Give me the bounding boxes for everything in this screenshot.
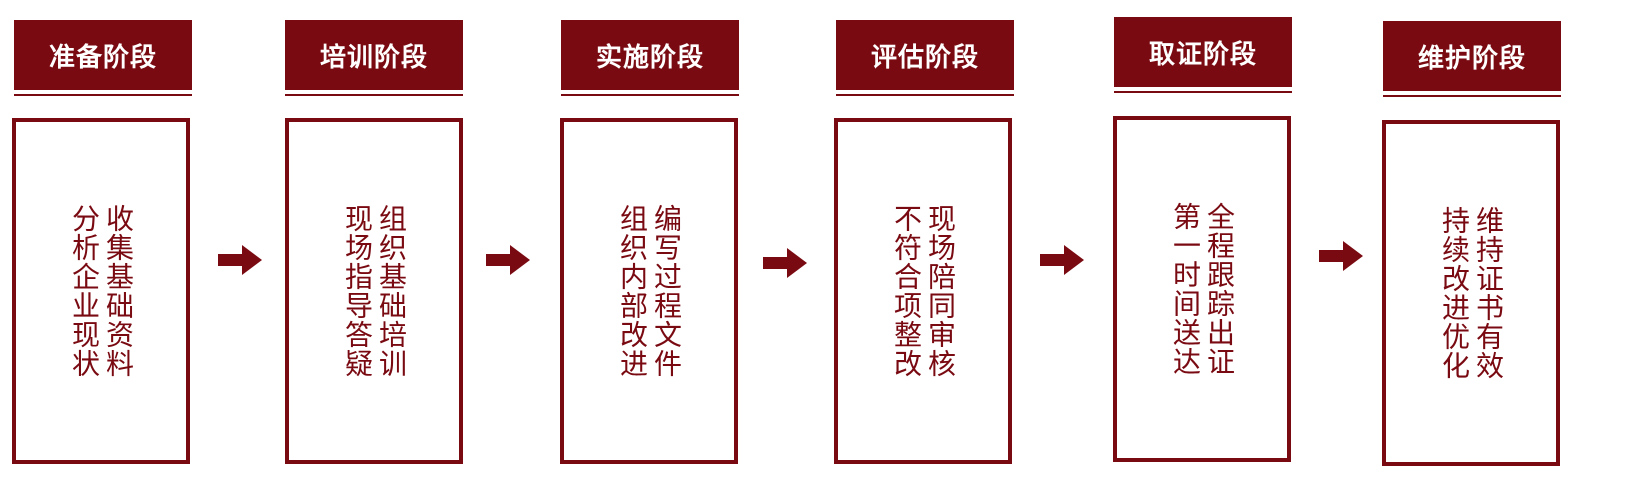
stage-4-title: 评估阶段 <box>870 42 979 73</box>
stage-4-line-2: 不符合项整改 <box>890 204 923 378</box>
stage-4-header: 评估阶段 <box>836 20 1014 90</box>
right-arrow-icon <box>763 248 807 278</box>
stage-1-line-2: 分析企业现状 <box>68 204 101 378</box>
stage-5-line-1: 全程跟踪出证 <box>1203 202 1236 376</box>
stage-5-text: 全程跟踪出证 第一时间送达 <box>1169 202 1236 376</box>
stage-2-line-2: 现场指导答疑 <box>341 204 374 378</box>
stage-5-header: 取证阶段 <box>1114 17 1292 87</box>
stage-6-header: 维护阶段 <box>1383 21 1561 91</box>
right-arrow-icon <box>218 245 262 275</box>
stage-5-box: 全程跟踪出证 第一时间送达 <box>1113 116 1291 462</box>
stage-5-line-2: 第一时间送达 <box>1169 202 1202 376</box>
stage-3-header: 实施阶段 <box>561 20 739 90</box>
stage-3-header-underline <box>561 94 739 96</box>
stage-6-header-underline <box>1383 95 1561 97</box>
stage-5-title: 取证阶段 <box>1148 39 1257 70</box>
stage-4-header-underline <box>836 94 1014 96</box>
stage-4-line-1: 现场陪同审核 <box>924 204 957 378</box>
stage-1-title: 准备阶段 <box>48 42 157 73</box>
stage-2-text: 组织基础培训 现场指导答疑 <box>341 204 408 378</box>
stage-1-header-underline <box>14 94 192 96</box>
stage-1-line-1: 收集基础资料 <box>102 204 135 378</box>
right-arrow-icon <box>486 245 530 275</box>
stage-2-header-underline <box>285 94 463 96</box>
stage-3-title: 实施阶段 <box>595 42 704 73</box>
right-arrow-icon <box>1319 241 1363 271</box>
stage-3-box: 编写过程文件 组织内部改进 <box>560 118 738 464</box>
stage-1-text: 收集基础资料 分析企业现状 <box>68 204 135 378</box>
stage-6-title: 维护阶段 <box>1417 43 1526 74</box>
stage-2-line-1: 组织基础培训 <box>375 204 408 378</box>
stage-3-text: 编写过程文件 组织内部改进 <box>616 204 683 378</box>
stage-2-header: 培训阶段 <box>285 20 463 90</box>
stage-6-line-2: 持续改进优化 <box>1438 206 1471 380</box>
stage-5-header-underline <box>1114 91 1292 93</box>
stage-6-box: 维持证书有效 持续改进优化 <box>1382 120 1560 466</box>
right-arrow-icon <box>1040 245 1084 275</box>
stage-3-line-2: 组织内部改进 <box>616 204 649 378</box>
stage-3-line-1: 编写过程文件 <box>650 204 683 378</box>
stage-4-box: 现场陪同审核 不符合项整改 <box>834 118 1012 464</box>
stage-1-box: 收集基础资料 分析企业现状 <box>12 118 190 464</box>
stage-6-line-1: 维持证书有效 <box>1472 206 1505 380</box>
stage-2-box: 组织基础培训 现场指导答疑 <box>285 118 463 464</box>
stage-6-text: 维持证书有效 持续改进优化 <box>1438 206 1505 380</box>
stage-1-header: 准备阶段 <box>14 20 192 90</box>
stage-2-title: 培训阶段 <box>319 42 428 73</box>
stage-4-text: 现场陪同审核 不符合项整改 <box>890 204 957 378</box>
